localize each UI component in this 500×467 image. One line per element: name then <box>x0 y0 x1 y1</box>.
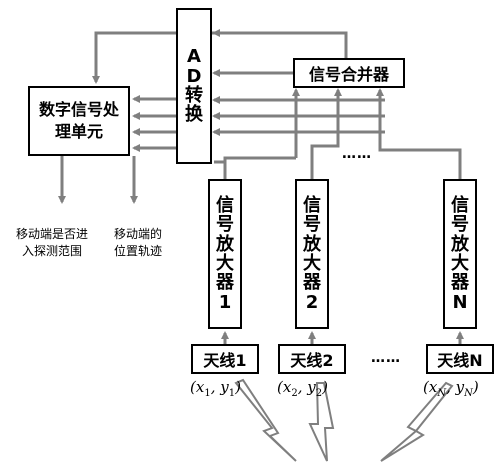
ad-converter-char: D <box>186 65 202 87</box>
amplifier-2-box: 信 号 放 大 器 2 <box>295 179 329 329</box>
amplifier-char: 放 <box>303 233 321 255</box>
ad-converter-box: A D 转 换 <box>176 8 212 164</box>
antenna-2-box: 天线2 <box>278 344 346 374</box>
coord-x-sub: 1 <box>204 388 211 399</box>
amplifier-char: 号 <box>216 214 234 236</box>
coord-x: x <box>428 378 438 396</box>
coord-x: x <box>195 378 205 396</box>
amplifier-char: 号 <box>303 214 321 236</box>
antenna-2-coordinate: (x2, y2) <box>277 378 328 399</box>
amplifier-char: 器 <box>303 272 321 294</box>
merger-to-ad-line <box>212 31 348 58</box>
ad-converter-char: A <box>187 46 201 68</box>
dsp-unit-label-line2: 理单元 <box>54 122 103 141</box>
coord-y-sub: 1 <box>228 388 236 399</box>
antenna-1-box: 天线1 <box>191 344 259 374</box>
coord-y-sub: N <box>464 388 473 399</box>
lightning-bolt-2-icon <box>308 382 335 462</box>
coord-y: y <box>307 378 316 396</box>
antenna-label: 天线1 <box>203 351 247 370</box>
amplifier-char: 大 <box>451 253 469 274</box>
trajectory-output-line1: 移动端的 <box>113 227 162 241</box>
dsp-unit-box: 数字信号处 理单元 <box>28 86 130 156</box>
amplifier-char: 信 <box>451 194 469 216</box>
dsp-unit-label-line1: 数字信号处 <box>38 100 119 120</box>
amplifier-char: 号 <box>451 214 469 236</box>
amplifier-ellipsis: …… <box>342 146 372 162</box>
ad-to-dsp-loop <box>92 31 176 84</box>
trajectory-output-line2: 位置轨迹 <box>113 244 162 259</box>
amplifier-char: 放 <box>216 233 234 255</box>
amplifier-char: 放 <box>451 233 469 255</box>
coord-x-sub: 2 <box>291 388 298 399</box>
detection-output-line1: 移动端是否进 <box>15 227 88 241</box>
coord-y: y <box>220 378 229 396</box>
antenna-label: 天线N <box>437 351 483 370</box>
ad-converter-char: 转 <box>185 85 203 106</box>
amp1-to-bus <box>223 156 296 179</box>
amplifier-char: 信 <box>303 194 321 216</box>
signal-merger-label: 信号合并器 <box>308 65 389 84</box>
antenna-label: 天线2 <box>290 351 334 370</box>
amp2-riser <box>310 88 342 179</box>
coord-x-sub: N <box>437 388 447 399</box>
amplifier-char: 大 <box>216 253 234 274</box>
ampN-riser <box>376 88 462 179</box>
signal-merger-box: 信号合并器 <box>293 58 405 88</box>
amplifier-char: 2 <box>305 291 319 313</box>
antenna-ellipsis: …… <box>371 350 401 366</box>
coord-x: x <box>282 378 292 396</box>
amplifier-char: N <box>452 291 468 313</box>
amplifier-char: 1 <box>218 291 232 313</box>
coord-y: y <box>455 378 465 396</box>
lightning-bolt-n-icon <box>380 381 454 462</box>
trajectory-output-label: 移动端的 位置轨迹 <box>106 226 170 261</box>
amplifier-char: 器 <box>216 272 234 294</box>
coord-y-sub: 2 <box>315 388 323 399</box>
amplifier-n-box: 信 号 放 大 器 N <box>443 179 477 329</box>
lightning-bolt-1-icon <box>234 378 297 462</box>
detection-output-line2: 入探测范围 <box>21 244 82 259</box>
detection-output-label: 移动端是否进 入探测范围 <box>4 226 100 261</box>
amplifier-char: 器 <box>451 272 469 294</box>
antenna-n-box: 天线N <box>426 344 494 374</box>
amplifier-char: 大 <box>303 253 321 274</box>
amplifier-char: 信 <box>216 194 234 216</box>
antenna-1-coordinate: (x1, y1) <box>190 378 241 399</box>
antenna-n-coordinate: (xN, yN) <box>423 378 479 399</box>
ad-converter-char: 换 <box>185 104 203 126</box>
amplifier-1-box: 信 号 放 大 器 1 <box>208 179 242 329</box>
